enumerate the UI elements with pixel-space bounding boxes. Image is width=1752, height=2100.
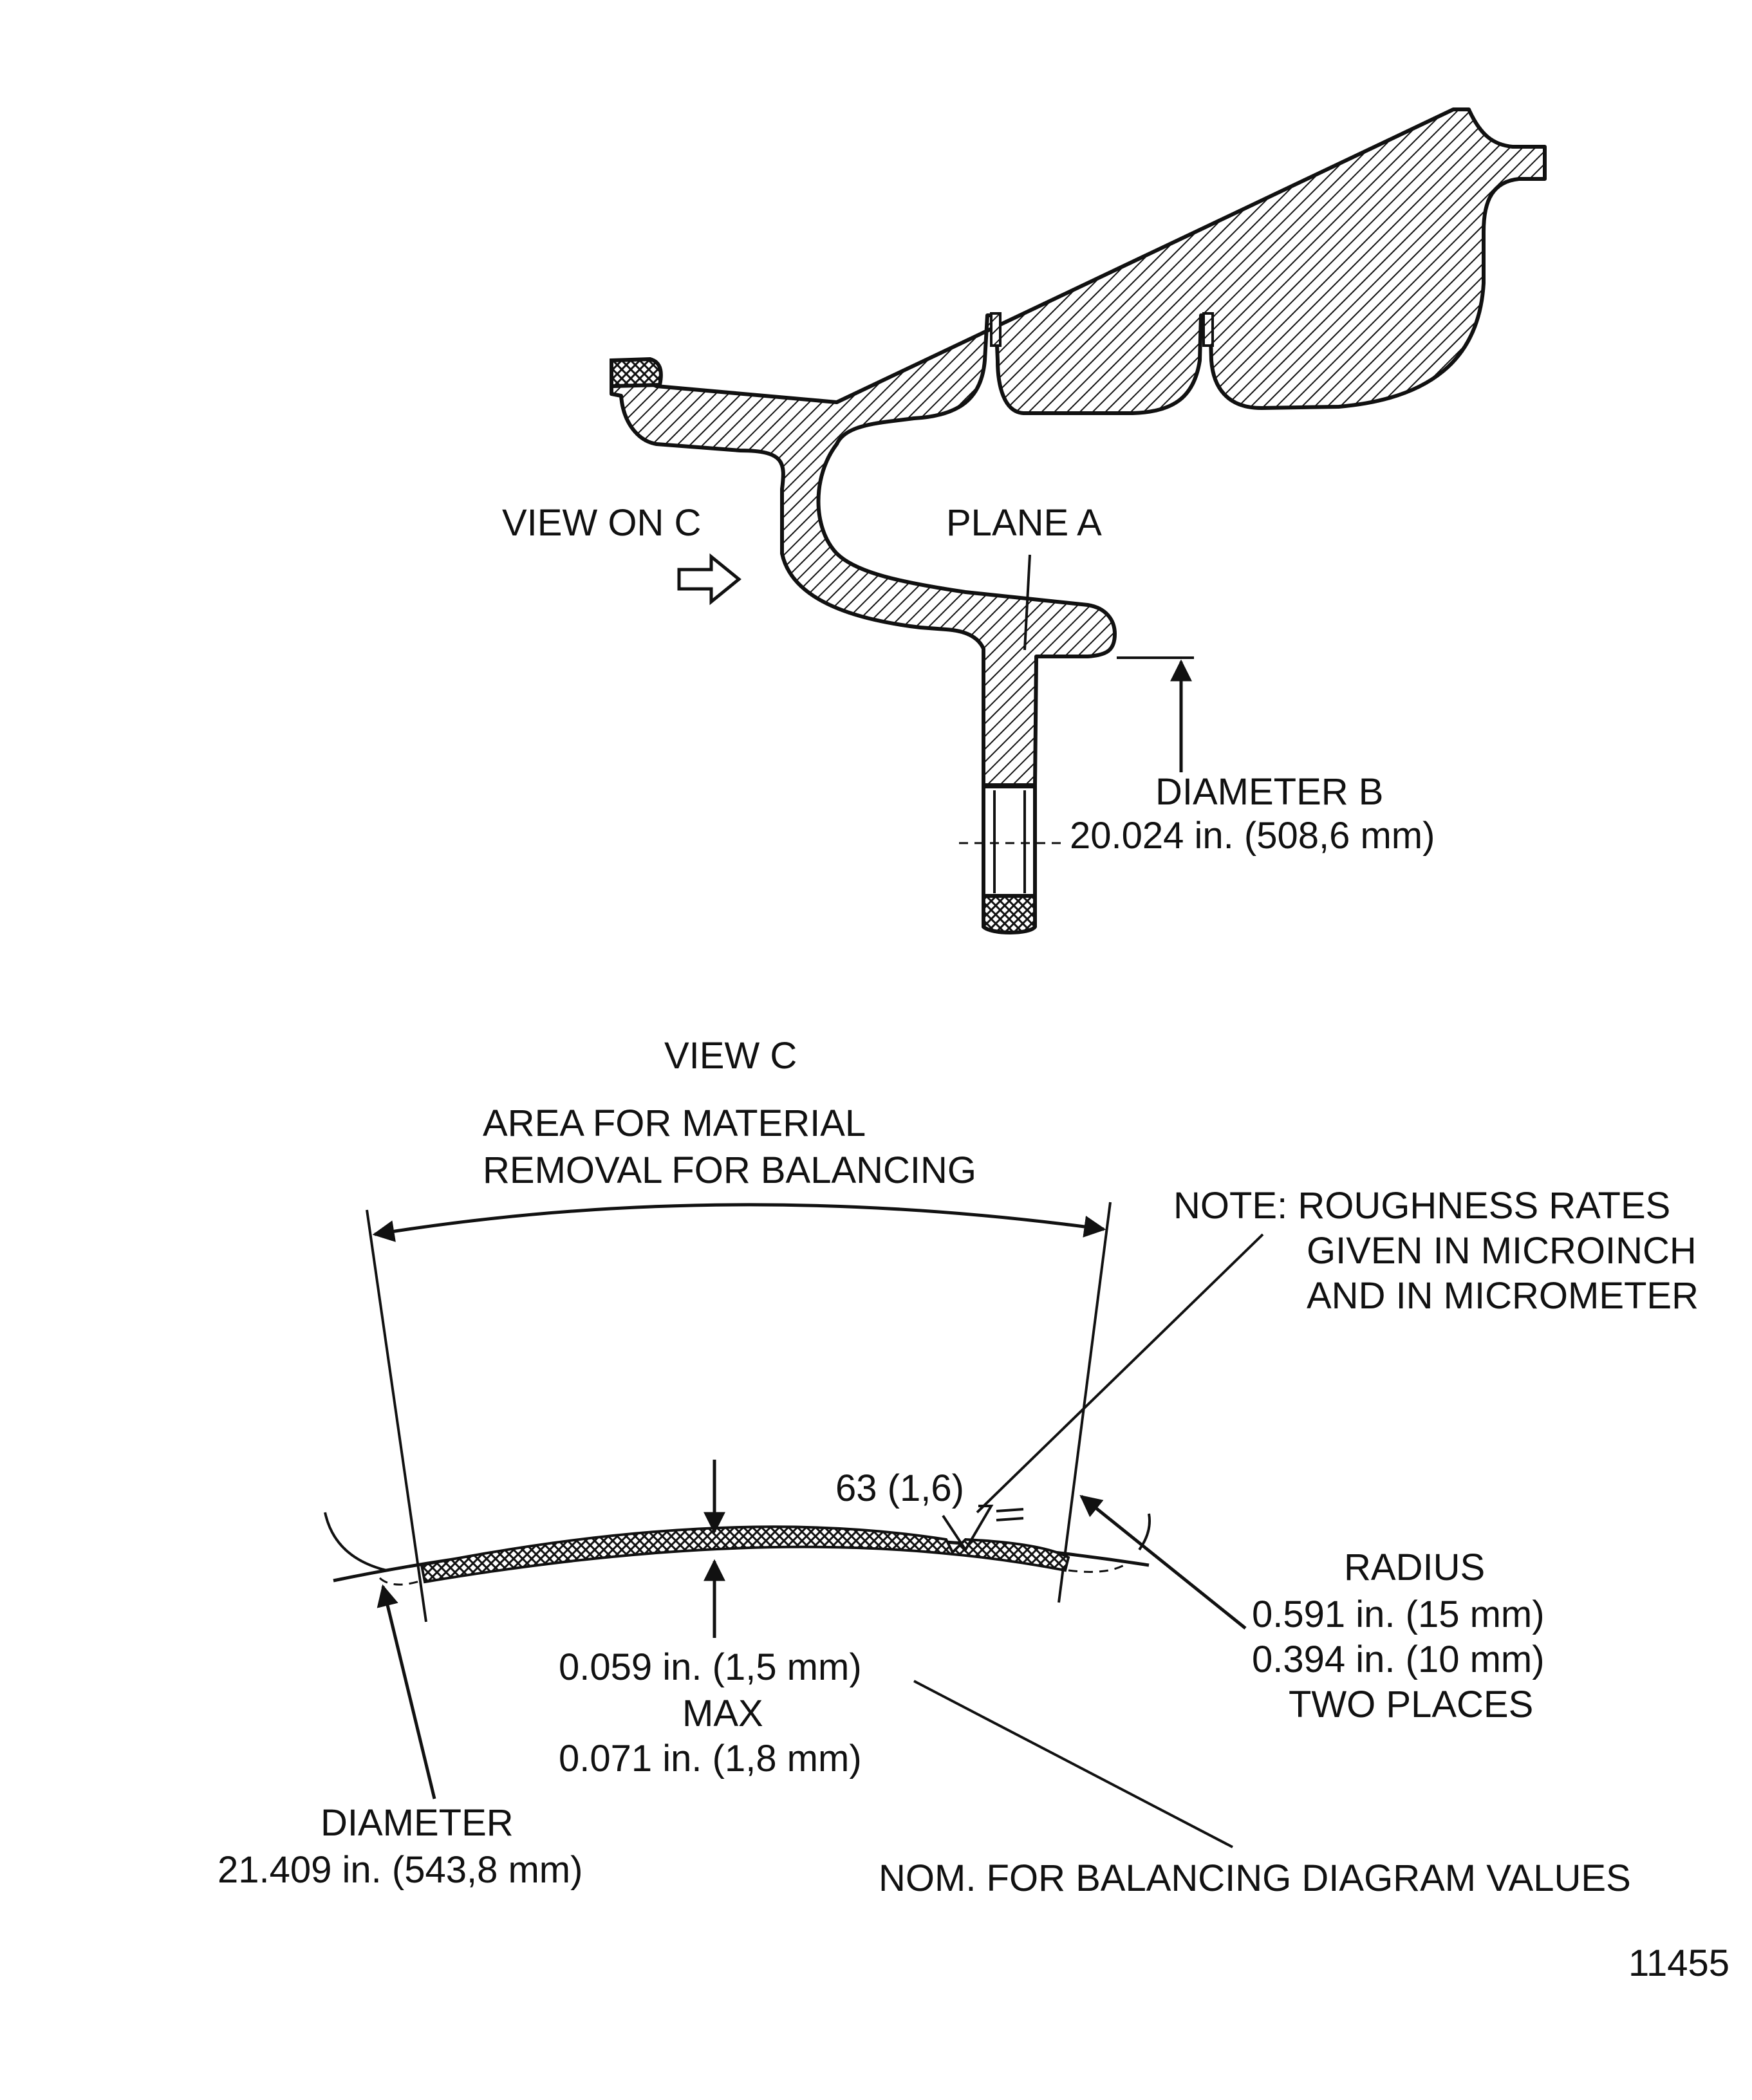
area-label-line1: AREA FOR MATERIAL: [483, 1102, 866, 1144]
diameter-arrow: [377, 1584, 436, 1799]
stem-cap: [982, 894, 1037, 934]
material-removal-band: [420, 1525, 1070, 1584]
diameter-title: DIAMETER: [321, 1802, 514, 1844]
fin-right: [1202, 312, 1214, 347]
diameter-b-value: 20.024 in. (508,6 mm): [1070, 815, 1435, 857]
area-boundary-right: [1058, 1202, 1112, 1603]
radius-title: RADIUS: [1344, 1547, 1485, 1588]
note-line2: GIVEN IN MICROINCH: [1307, 1230, 1697, 1272]
stem-slot: [982, 785, 1037, 898]
radius-places: TWO PLACES: [1289, 1684, 1533, 1725]
note-line1: NOTE: ROUGHNESS RATES: [1173, 1185, 1670, 1227]
area-boundary-left: [366, 1209, 427, 1622]
diameter-b-title: DIAMETER B: [1155, 771, 1384, 813]
left-radius-arc: [324, 1512, 387, 1572]
plane-a-leader: [1023, 554, 1031, 651]
radius-arrow: [1079, 1494, 1247, 1630]
view-arrow-icon: [677, 553, 741, 606]
roughness-value: 63 (1,6): [835, 1467, 964, 1509]
seal-lip: [610, 357, 663, 389]
view-on-c-label: VIEW ON C: [502, 502, 701, 544]
view-c-title: VIEW C: [664, 1035, 797, 1077]
disk-cross-section: [610, 107, 1547, 934]
right-radius-arc: [1138, 1513, 1151, 1551]
radius-value2: 0.394 in. (10 mm): [1252, 1639, 1545, 1680]
disk-section-body: [610, 107, 1547, 787]
fin-left: [990, 312, 1002, 347]
area-arc-dimension: [372, 1203, 1106, 1242]
left-fillet-dash: [378, 1577, 422, 1586]
nom-label: NOM. FOR BALANCING DIAGRAM VALUES: [879, 1857, 1631, 1899]
area-label-line2: REMOVAL FOR BALANCING: [483, 1149, 976, 1191]
depth-value2: 0.071 in. (1,8 mm): [559, 1738, 862, 1779]
note-leader: [976, 1233, 1264, 1514]
note-line3: AND IN MICROMETER: [1307, 1275, 1699, 1317]
nom-leader: [913, 1680, 1233, 1848]
figure-number: 11455: [1628, 1942, 1729, 1984]
plane-a-label: PLANE A: [946, 502, 1102, 544]
depth-max-label: MAX: [682, 1693, 763, 1734]
depth-value1: 0.059 in. (1,5 mm): [559, 1646, 862, 1688]
diameter-value: 21.409 in. (543,8 mm): [218, 1849, 582, 1891]
radius-value1: 0.591 in. (15 mm): [1252, 1594, 1545, 1635]
right-fillet-dash: [1068, 1563, 1127, 1573]
